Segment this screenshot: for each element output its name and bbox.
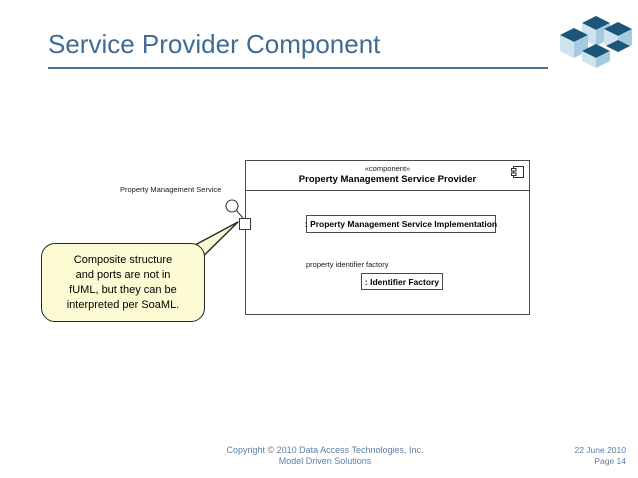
component-port xyxy=(239,218,251,230)
connector-role-label: property identifier factory xyxy=(306,260,389,269)
footer-copyright-line2: Model Driven Solutions xyxy=(278,456,372,466)
footer-page-number: Page 14 xyxy=(594,456,626,466)
component-box: «component» Property Management Service … xyxy=(245,160,530,315)
annotation-callout-text: Composite structure and ports are not in… xyxy=(66,253,180,311)
component-header: «component» Property Management Service … xyxy=(246,161,529,191)
part-identifier-factory: : Identifier Factory xyxy=(361,273,443,290)
component-name: Property Management Service Provider xyxy=(298,174,477,185)
footer-copyright-line1: Copyright © 2010 Data Access Technologie… xyxy=(226,445,424,455)
provided-interface-label: Property Management Service xyxy=(120,185,222,194)
component-stereotype: «component» xyxy=(364,164,411,173)
uml-component-icon xyxy=(511,165,524,178)
footer-date: 22 June 2010 xyxy=(574,445,626,455)
annotation-callout: Composite structure and ports are not in… xyxy=(41,243,205,322)
footer-meta: 22 June 2010 Page 14 xyxy=(574,445,626,467)
footer-copyright: Copyright © 2010 Data Access Technologie… xyxy=(180,445,470,467)
part-implementation: : Property Management Service Implementa… xyxy=(305,215,497,233)
page-title: Service Provider Component xyxy=(48,29,381,59)
title-divider xyxy=(48,67,548,69)
isometric-cubes-logo xyxy=(560,8,632,70)
